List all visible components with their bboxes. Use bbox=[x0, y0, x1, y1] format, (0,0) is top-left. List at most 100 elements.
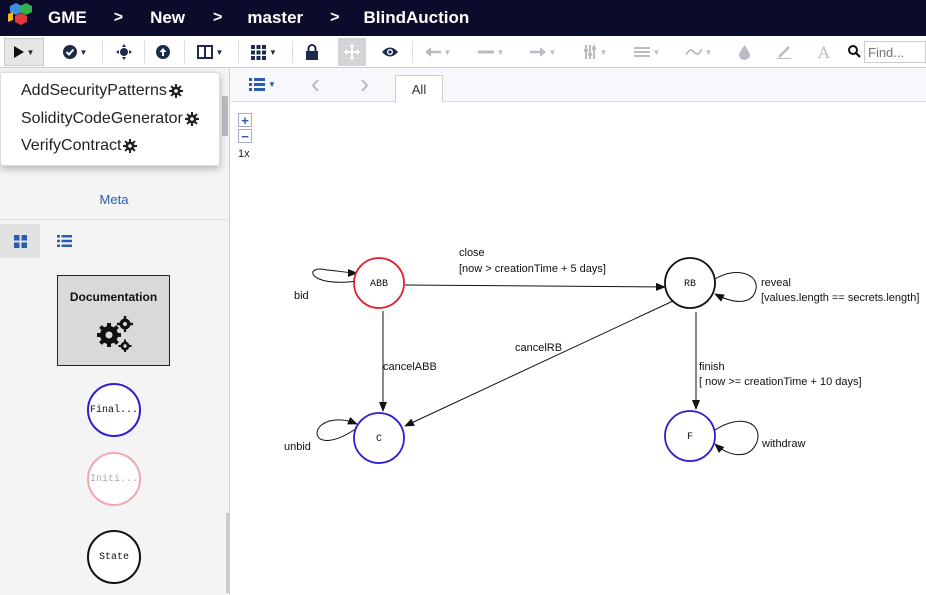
curve-icon bbox=[685, 48, 702, 56]
breadcrumb-model[interactable]: BlindAuction bbox=[363, 8, 470, 27]
line-style-button[interactable]: ▼ bbox=[474, 38, 508, 66]
aspect-menu-button[interactable]: ▼ bbox=[249, 78, 276, 91]
columns-icon bbox=[196, 45, 213, 59]
adjust-button[interactable]: ▼ bbox=[578, 38, 612, 66]
meta-tab[interactable]: Meta bbox=[99, 192, 129, 207]
droplet-icon bbox=[738, 44, 750, 60]
arrow-right-icon bbox=[529, 47, 546, 57]
state-c-label: C bbox=[376, 434, 382, 445]
withdraw-label: withdraw bbox=[761, 438, 805, 450]
grid-view-button[interactable]: ▼ bbox=[246, 38, 282, 66]
upload-button[interactable] bbox=[152, 38, 174, 66]
source-arrow-button[interactable]: ▼ bbox=[420, 38, 456, 66]
chevron-left-icon[interactable] bbox=[311, 79, 319, 92]
model-editor: ▼ All + − 1x ABB RB bbox=[231, 68, 926, 595]
reveal-label: reveal bbox=[761, 277, 791, 289]
state-label: State bbox=[98, 551, 129, 563]
run-plugin-button[interactable]: ▼ bbox=[4, 38, 44, 66]
state-abb-label: ABB bbox=[370, 279, 388, 290]
list-view-toggle[interactable] bbox=[44, 224, 84, 258]
panel-scrollbar-thumb[interactable] bbox=[222, 96, 228, 136]
finish-label: finish bbox=[699, 361, 725, 373]
plugin-item-label: SolidityCodeGenerator bbox=[21, 110, 183, 127]
find-box bbox=[845, 40, 926, 64]
state-c[interactable]: C bbox=[353, 412, 405, 464]
target-arrow-button[interactable]: ▼ bbox=[526, 38, 560, 66]
chevron-down-icon: ▼ bbox=[79, 47, 88, 57]
lock-icon bbox=[306, 44, 318, 60]
panel-scrollbar-thumb[interactable] bbox=[226, 513, 230, 593]
palette-final-state[interactable]: Final... bbox=[87, 383, 141, 437]
zoom-in-button[interactable]: + bbox=[238, 113, 252, 127]
validate-button[interactable]: ▼ bbox=[58, 38, 92, 66]
find-input[interactable] bbox=[864, 41, 926, 63]
divider bbox=[0, 219, 228, 220]
breadcrumb-separator: > bbox=[330, 9, 340, 26]
visibility-button[interactable] bbox=[378, 38, 402, 66]
chevron-down-icon: ▼ bbox=[496, 47, 505, 57]
text-color-button[interactable]: A bbox=[814, 38, 836, 66]
state-f-label: F bbox=[687, 432, 693, 443]
app-name[interactable]: GME bbox=[48, 8, 87, 27]
state-rb[interactable]: RB bbox=[664, 257, 716, 309]
initial-state-label: Initi... bbox=[89, 473, 138, 485]
move-button[interactable] bbox=[112, 38, 136, 66]
close-guard: [now > creationTime + 5 days] bbox=[459, 263, 606, 275]
tab-all[interactable]: All bbox=[395, 75, 443, 102]
cancel-rb-label: cancelRB bbox=[515, 342, 562, 354]
line-width-button[interactable]: ▼ bbox=[630, 38, 664, 66]
transition-unbid[interactable] bbox=[316, 416, 358, 441]
chevron-down-icon: ▼ bbox=[704, 47, 713, 57]
chevron-down-icon: ▼ bbox=[215, 47, 224, 57]
eye-icon bbox=[382, 47, 398, 57]
transition-close[interactable] bbox=[404, 282, 666, 291]
breadcrumb-project[interactable]: New bbox=[150, 8, 186, 27]
arrow-left-icon bbox=[424, 47, 441, 57]
reveal-guard: [values.length == secrets.length] bbox=[761, 292, 919, 304]
transition-reveal[interactable] bbox=[714, 271, 757, 302]
border-color-button[interactable] bbox=[774, 38, 794, 66]
search-icon bbox=[848, 45, 861, 58]
documentation-label: Documentation bbox=[69, 290, 158, 304]
layout-button[interactable]: ▼ bbox=[192, 38, 228, 66]
state-rb-label: RB bbox=[684, 279, 696, 290]
close-label: close bbox=[459, 247, 485, 259]
palette-documentation[interactable]: Documentation bbox=[57, 275, 170, 366]
list-icon bbox=[249, 78, 265, 91]
plugin-dropdown-menu: AddSecurityPatterns SolidityCodeGenerato… bbox=[0, 72, 220, 166]
transition-bid[interactable] bbox=[312, 268, 358, 283]
zoom-out-button[interactable]: − bbox=[238, 129, 252, 143]
plugin-item-verify-contract[interactable]: VerifyContract bbox=[21, 137, 138, 155]
gme-logo[interactable] bbox=[0, 0, 40, 36]
line-width-icon bbox=[633, 47, 650, 57]
plugin-item-label: VerifyContract bbox=[21, 137, 122, 154]
plugin-item-add-security-patterns[interactable]: AddSecurityPatterns bbox=[21, 82, 183, 100]
palette-initial-state[interactable]: Initi... bbox=[87, 452, 141, 506]
transition-cancel-rb[interactable] bbox=[404, 300, 674, 427]
plugin-item-label: AddSecurityPatterns bbox=[21, 82, 167, 99]
list-icon bbox=[56, 235, 72, 247]
move-arrows-icon bbox=[344, 44, 360, 60]
transition-withdraw[interactable] bbox=[714, 420, 759, 456]
font-icon: A bbox=[817, 44, 830, 60]
grid-view-toggle[interactable] bbox=[0, 224, 40, 258]
breadcrumb-branch[interactable]: master bbox=[247, 8, 304, 27]
lock-button[interactable] bbox=[300, 38, 324, 66]
chevron-down-icon: ▼ bbox=[443, 47, 452, 57]
chevron-down-icon: ▼ bbox=[652, 47, 661, 57]
line-type-button[interactable]: ▼ bbox=[682, 38, 716, 66]
breadcrumb-separator: > bbox=[213, 9, 223, 26]
state-machine-diagram: ABB RB C F close [now > creationTime + 5… bbox=[284, 247, 919, 464]
check-circle-icon bbox=[62, 45, 77, 59]
fill-color-button[interactable] bbox=[734, 38, 754, 66]
plugin-item-solidity-code-generator[interactable]: SolidityCodeGenerator bbox=[21, 110, 199, 128]
chevron-right-icon[interactable] bbox=[361, 79, 369, 92]
state-f[interactable]: F bbox=[664, 410, 716, 462]
pan-mode-button[interactable] bbox=[338, 38, 366, 66]
main-toolbar: ▼ ▼ ▼ ▼ ▼ ▼ bbox=[0, 36, 926, 68]
pencil-icon bbox=[777, 46, 791, 59]
state-abb[interactable]: ABB bbox=[353, 257, 405, 309]
palette-state[interactable]: State bbox=[87, 530, 141, 584]
gears-icon bbox=[97, 316, 133, 352]
gear-icon bbox=[184, 112, 199, 126]
